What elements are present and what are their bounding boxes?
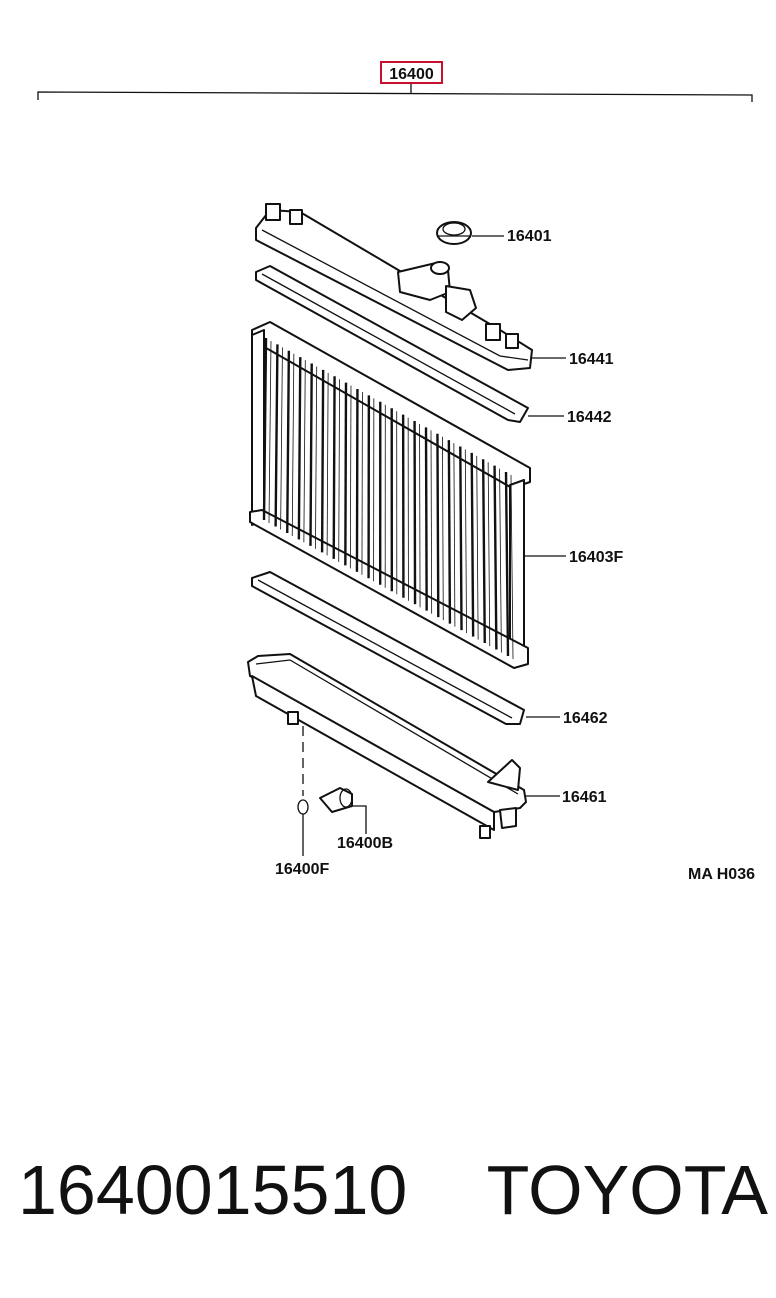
core-tube-edge bbox=[487, 462, 491, 647]
label-drain-oring: 16400F bbox=[275, 861, 329, 878]
part-number: 1640015510 bbox=[18, 1151, 408, 1229]
core-tube-edge bbox=[268, 340, 272, 524]
core-tube bbox=[274, 344, 279, 527]
ref-code: MA H036 bbox=[688, 866, 755, 883]
core-tube-edge bbox=[315, 366, 318, 549]
core-tube bbox=[309, 363, 313, 546]
core-tube bbox=[493, 465, 498, 650]
label-drain-cock: 16400B bbox=[337, 835, 393, 852]
core-tube-edge bbox=[476, 455, 479, 640]
core-tube-edge bbox=[430, 430, 433, 614]
core-tube bbox=[481, 459, 486, 644]
footer: 1640015510 TOYOTA bbox=[18, 1150, 768, 1250]
core-tube bbox=[332, 376, 336, 559]
core-tube-edge bbox=[338, 379, 340, 562]
core-tube-edge bbox=[280, 347, 283, 530]
brand-name: TOYOTA bbox=[486, 1151, 768, 1229]
label-lower-tank: 16461 bbox=[562, 789, 607, 806]
core-tube bbox=[286, 350, 291, 533]
core-tube-edge bbox=[291, 353, 295, 536]
label-upper-gasket: 16442 bbox=[567, 409, 612, 426]
upper-tank bbox=[255, 203, 533, 371]
core-tube-edge bbox=[510, 474, 514, 660]
assembly-label: 16400 bbox=[389, 66, 434, 83]
core-tube-edge bbox=[442, 436, 444, 621]
radiator-core bbox=[249, 321, 531, 669]
core-tube-edge bbox=[349, 385, 352, 569]
radiator-cap bbox=[436, 221, 472, 245]
core-tube bbox=[459, 446, 463, 631]
drain-oring bbox=[297, 799, 309, 815]
assembly-label-box bbox=[380, 61, 443, 84]
core-tube bbox=[262, 337, 268, 521]
lower-tank bbox=[247, 653, 527, 839]
core-tube bbox=[320, 369, 325, 553]
label-upper-tank: 16441 bbox=[569, 351, 614, 368]
core-tube-edge bbox=[453, 443, 456, 627]
label-lower-gasket: 16462 bbox=[563, 710, 608, 727]
upper-gasket bbox=[255, 265, 529, 423]
assembly-bracket: 16400 bbox=[37, 61, 753, 102]
drain-cock bbox=[319, 787, 353, 813]
lower-gasket bbox=[251, 571, 525, 725]
label-core: 16403F bbox=[569, 549, 623, 566]
label-cap: 16401 bbox=[507, 228, 552, 245]
core-tube-edge bbox=[499, 468, 502, 653]
core-tube bbox=[470, 452, 475, 637]
core-tube bbox=[424, 427, 428, 611]
core-tube-edge bbox=[326, 372, 329, 556]
core-tube-edge bbox=[464, 449, 467, 634]
core-tube bbox=[504, 471, 510, 657]
core-tube bbox=[344, 382, 348, 566]
core-tube-edge bbox=[303, 360, 306, 543]
core-tube bbox=[436, 433, 440, 618]
core-tube bbox=[447, 440, 452, 624]
core-tube bbox=[297, 357, 302, 540]
